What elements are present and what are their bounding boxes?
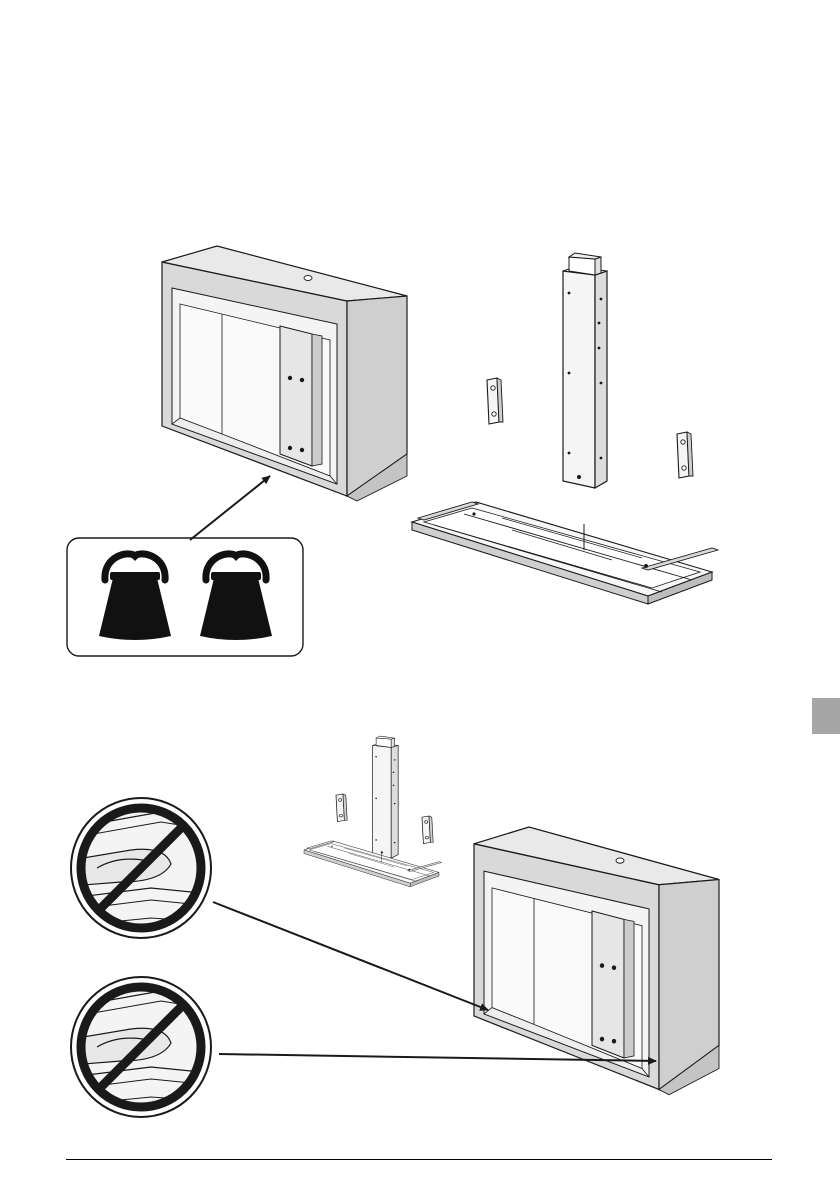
bottom-cabinet (474, 827, 719, 1095)
top-desk-frame (412, 502, 718, 604)
bottom-column (373, 736, 399, 858)
top-bracket-plate-left (487, 378, 503, 424)
callout-arrow (190, 476, 270, 540)
bottom-bracket-plate-right (422, 816, 433, 844)
bottom-bracket-plate-left (336, 794, 347, 822)
top-bracket-plate-right (677, 432, 693, 478)
weights-callout (67, 538, 303, 656)
prohibition-icon-top (71, 798, 211, 938)
page-tab-marker (812, 698, 840, 734)
arrow-to-cabinet-back (213, 902, 488, 1010)
top-cabinet (162, 246, 407, 501)
footer-rule (66, 1159, 772, 1160)
top-column (563, 253, 607, 488)
prohibition-icon-bottom (71, 977, 211, 1117)
